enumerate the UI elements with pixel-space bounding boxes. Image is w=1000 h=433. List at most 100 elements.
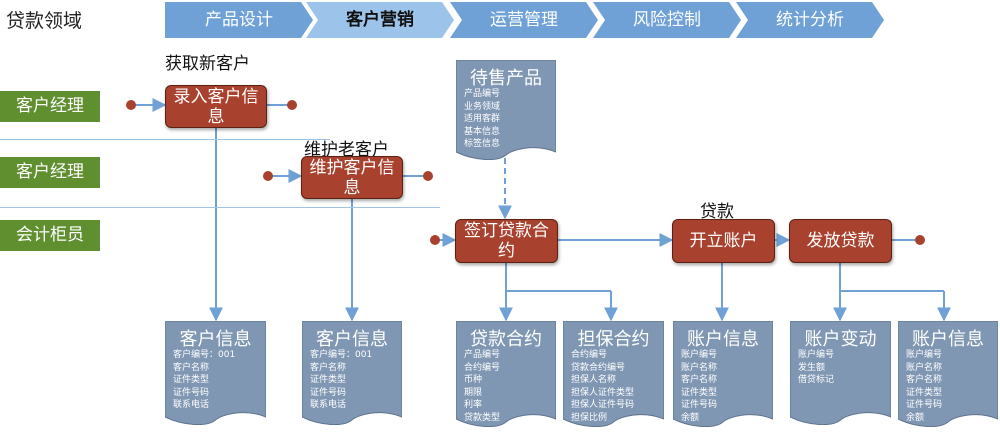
document-account-info: 账户信息账户编号账户名称客户名称证件类型证件号码余额 [673, 321, 773, 427]
document-field: 利率 [464, 400, 483, 410]
document-field: 账户名称 [906, 362, 943, 373]
document-shape [456, 321, 556, 427]
document-field: 账户编号 [681, 350, 718, 360]
document-field: 证件类型 [681, 387, 718, 398]
document-field: 合约编号 [464, 362, 501, 373]
document-shape [790, 321, 891, 425]
heading-acquire-customer: 获取新客户 [165, 54, 250, 74]
document-title: 客户信息 [179, 329, 252, 350]
document-title: 账户变动 [804, 329, 877, 350]
process-disburse-loan: 发放贷款 [789, 219, 892, 263]
document-fields: 账户编号账户名称客户名称证件类型证件号码余额 [681, 349, 717, 424]
stage-customer-marketing: 客户营销 [306, 2, 454, 38]
document-field: 证件号码 [173, 387, 210, 398]
document-fields: 产品编号合约编号币种期限利率贷款类型 [464, 349, 500, 424]
document-field: 账户名称 [681, 362, 718, 373]
document-title: 贷款合约 [470, 329, 542, 350]
document-field: 证件号码 [310, 387, 347, 398]
document-field: 证件类型 [310, 375, 347, 385]
document-fields: 账户编号发生额借贷标记 [798, 349, 834, 387]
document-field: 发生额 [798, 362, 826, 373]
document-field: 担保人证件号码 [571, 400, 635, 410]
start-point [126, 100, 136, 110]
document-field: 基本信息 [464, 126, 501, 137]
document-field: 余额 [906, 412, 925, 423]
document-title: 账户信息 [912, 329, 984, 350]
document-field: 借贷标记 [798, 375, 835, 385]
role-accounting-teller: 会计柜员 [0, 220, 100, 251]
swimlane-divider [0, 207, 440, 208]
role-account-manager: 客户经理 [0, 91, 100, 122]
document-fields: 账户编号账户名称客户名称证件类型证件号码余额 [906, 349, 942, 424]
document-field: 产品编号 [464, 89, 501, 99]
stage-product-design: 产品设计 [165, 2, 313, 38]
document-field: 证件类型 [906, 387, 943, 398]
role-account-manager: 客户经理 [0, 157, 100, 188]
document-field: 币种 [464, 375, 483, 385]
document-field: 客户名称 [906, 375, 943, 385]
document-shape [456, 60, 556, 160]
document-field: 联系电话 [173, 400, 210, 410]
document-products-for-sale: 待售产品产品编号业务领域适用客群基本信息标签信息 [456, 60, 556, 160]
document-field: 账户编号 [906, 350, 943, 360]
stage-operations-management: 运营管理 [450, 2, 598, 38]
process-maintain-customer-info: 维护客户信息 [301, 156, 403, 199]
start-point [430, 235, 440, 245]
document-fields: 合约编号贷款合约编号担保人名称担保人证件类型担保人证件号码担保比例 [571, 349, 634, 424]
document-field: 担保人名称 [571, 375, 617, 385]
heading-maintain-customer: 维护老客户 [304, 140, 389, 160]
document-shape [165, 321, 266, 425]
document-fields: 产品编号业务领域适用客群基本信息标签信息 [464, 88, 500, 151]
end-point [915, 235, 925, 245]
document-field: 贷款类型 [464, 412, 501, 423]
document-shape [898, 321, 998, 427]
document-loan-contract: 贷款合约产品编号合约编号币种期限利率贷款类型 [456, 321, 556, 427]
stage-risk-control: 风险控制 [593, 2, 741, 38]
document-field: 贷款合约编号 [571, 362, 626, 373]
start-point [263, 171, 273, 181]
document-shape [302, 321, 402, 425]
document-shape [563, 321, 664, 427]
document-field: 适用客群 [464, 114, 501, 124]
swimlane-divider [0, 139, 330, 140]
document-field: 证件号码 [906, 400, 943, 410]
document-fields: 客户编号：001 客户名称证件类型证件号码联系电话 [310, 349, 372, 412]
document-field: 账户编号 [798, 350, 835, 360]
document-guarantee-contract: 担保合约合约编号贷款合约编号担保人名称担保人证件类型担保人证件号码担保比例 [563, 321, 664, 427]
process-enter-customer-info: 录入客户信息 [165, 85, 267, 128]
document-field: 担保人证件类型 [571, 387, 635, 398]
process-sign-loan-contract: 签订贷款合约 [455, 219, 558, 263]
domain-label: 贷款领域 [6, 10, 83, 32]
document-title: 担保合约 [577, 329, 650, 350]
document-field: 业务领域 [464, 101, 501, 112]
document-field: 标签信息 [464, 139, 501, 149]
document-field: 合约编号 [571, 350, 608, 360]
document-fields: 客户编号：001 客户名称证件类型证件号码联系电话 [173, 349, 235, 412]
document-field: 担保比例 [571, 412, 608, 423]
document-title: 客户信息 [316, 329, 388, 350]
document-field: 客户编号：001 [310, 350, 373, 360]
document-account-info: 账户信息账户编号账户名称客户名称证件类型证件号码余额 [898, 321, 998, 427]
document-field: 期限 [464, 387, 483, 398]
document-field: 证件类型 [173, 375, 210, 385]
document-field: 联系电话 [310, 400, 347, 410]
document-shape [673, 321, 773, 427]
heading-loan: 贷款 [700, 202, 734, 222]
document-title: 账户信息 [687, 329, 759, 350]
document-title: 待售产品 [470, 68, 542, 89]
stage-statistical-analysis: 统计分析 [736, 2, 884, 38]
process-open-account: 开立账户 [672, 219, 775, 263]
document-field: 产品编号 [464, 350, 501, 360]
document-field: 客户名称 [681, 375, 718, 385]
document-account-change: 账户变动账户编号发生额借贷标记 [790, 321, 891, 425]
document-field: 客户名称 [173, 362, 210, 373]
document-field: 客户编号：001 [173, 350, 236, 360]
document-field: 客户名称 [310, 362, 347, 373]
end-point [287, 100, 297, 110]
end-point [423, 171, 433, 181]
document-field: 证件号码 [681, 400, 718, 410]
document-field: 余额 [681, 412, 700, 423]
document-customer-info: 客户信息客户编号：001 客户名称证件类型证件号码联系电话 [302, 321, 402, 425]
